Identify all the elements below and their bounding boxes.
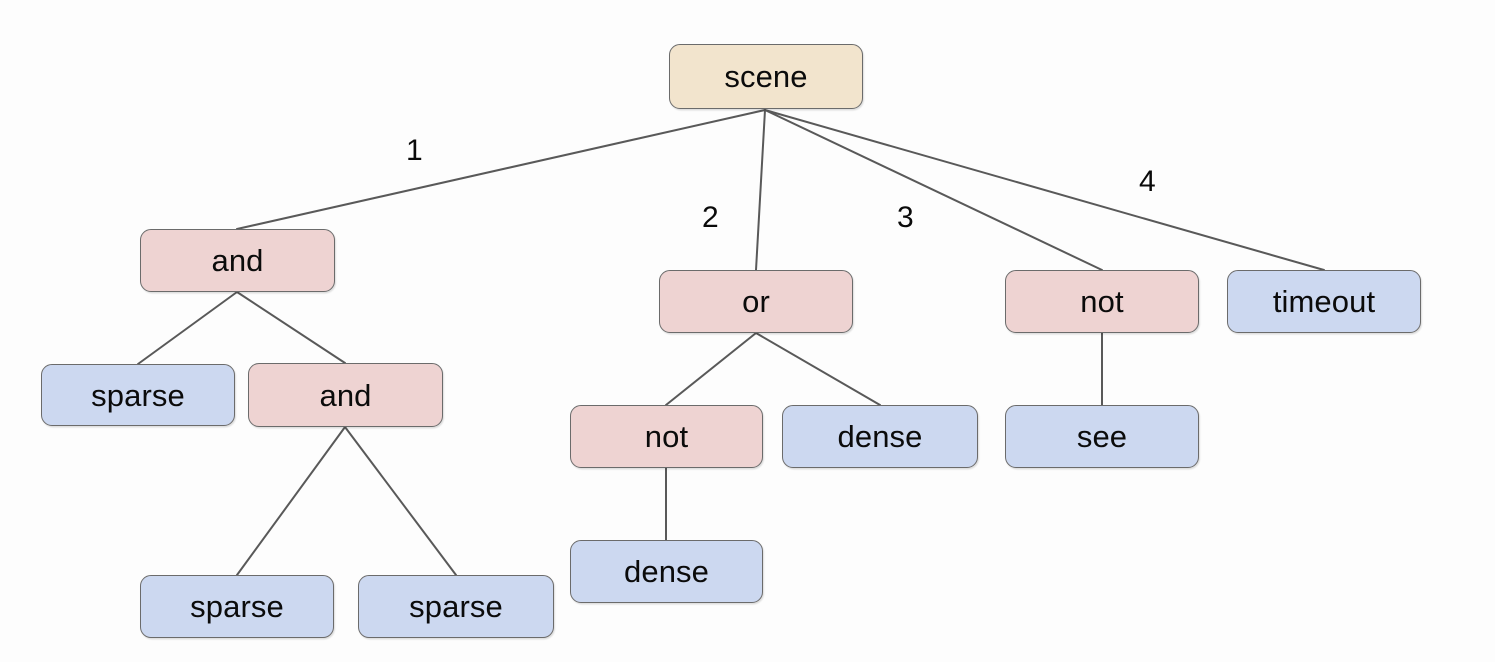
tree-node-label: or xyxy=(742,284,770,319)
tree-node-label: timeout xyxy=(1272,284,1376,319)
tree-edge-or1-dense1 xyxy=(755,332,881,406)
tree-node-label: sparse xyxy=(409,589,503,624)
tree-node-and1[interactable]: and xyxy=(140,229,335,292)
tree-node-timeout[interactable]: timeout xyxy=(1227,270,1421,333)
edge-label-4: 4 xyxy=(1139,165,1156,198)
tree-edge-and1-and2 xyxy=(236,291,346,364)
tree-edge-scene-or1 xyxy=(755,109,766,271)
tree-edge-and2-sparse3 xyxy=(344,426,457,576)
tree-node-dense1[interactable]: dense xyxy=(782,405,978,468)
tree-edge-scene-and1 xyxy=(236,109,766,230)
tree-node-sparse2[interactable]: sparse xyxy=(140,575,334,638)
tree-node-scene[interactable]: scene xyxy=(669,44,863,109)
tree-node-label: not xyxy=(644,419,689,454)
tree-edge-scene-not2 xyxy=(764,109,1103,271)
edge-label-1: 1 xyxy=(406,134,423,167)
tree-edge-scene-timeout xyxy=(764,109,1325,271)
tree-node-sparse1[interactable]: sparse xyxy=(41,364,235,426)
tree-edge-and1-sparse1 xyxy=(137,291,238,365)
tree-edge-or1-not1 xyxy=(665,332,757,406)
tree-node-not1[interactable]: not xyxy=(570,405,763,468)
tree-node-label: and xyxy=(211,243,264,278)
tree-node-label: not xyxy=(1080,284,1124,319)
tree-node-dense2[interactable]: dense xyxy=(570,540,763,603)
edge-label-3: 3 xyxy=(897,201,914,234)
tree-node-label: sparse xyxy=(91,377,185,413)
tree-node-label: dense xyxy=(837,419,923,454)
tree-node-see[interactable]: see xyxy=(1005,405,1199,468)
tree-node-sparse3[interactable]: sparse xyxy=(358,575,554,638)
tree-node-label: dense xyxy=(624,554,709,589)
tree-node-label: scene xyxy=(724,59,808,94)
edge-label-2: 2 xyxy=(702,201,719,234)
tree-node-label: see xyxy=(1076,419,1128,454)
tree-edge-and2-sparse2 xyxy=(236,426,346,576)
tree-node-or1[interactable]: or xyxy=(659,270,853,333)
tree-node-label: and xyxy=(319,377,372,413)
tree-node-and2[interactable]: and xyxy=(248,363,443,427)
tree-node-not2[interactable]: not xyxy=(1005,270,1199,333)
tree-node-label: sparse xyxy=(190,589,284,624)
